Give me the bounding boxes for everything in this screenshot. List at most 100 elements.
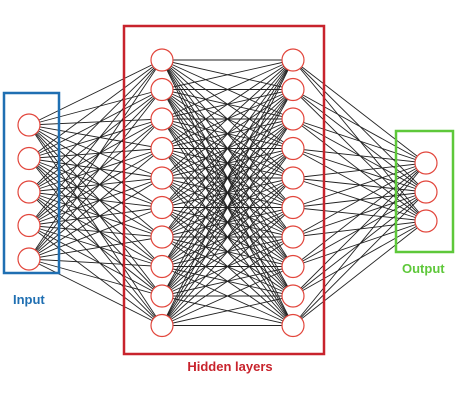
hidden-neuron-l2-5 [281,195,305,220]
connection-l1-6-0 [161,59,294,238]
input-neuron-l0-4 [17,247,41,271]
connection-l2-8-0 [292,162,427,297]
connection-l2-7-0 [292,162,427,267]
hidden-neuron-l1-3 [150,136,174,161]
connection-l0-0-9 [28,124,163,326]
connection-l0-2-4 [28,177,163,193]
input-neuron-l0-2 [17,180,41,204]
hidden-neuron-l2-7 [281,254,305,279]
hidden-neuron-l1-2 [150,107,174,131]
connection-l2-9-0 [292,162,427,326]
connection-l1-9-3 [161,148,294,326]
connection-l1-1-0 [161,59,294,90]
output-neuron-l3-2 [414,209,438,233]
hidden-neuron-l1-0 [150,48,174,72]
connection-l0-3-1 [28,89,163,226]
connection-l1-9-0 [161,59,294,326]
connection-l0-2-0 [28,59,163,193]
connection-l0-0-1 [28,89,163,126]
connection-l0-0-0 [28,59,163,126]
output-neuron-l3-0 [414,151,438,175]
connection-l0-1-8 [28,158,163,297]
connection-l0-3-7 [28,225,163,267]
connection-l0-0-8 [28,124,163,297]
connection-l0-0-5 [28,124,163,208]
connection-l0-2-5 [28,191,163,208]
output-label: Output [402,261,445,276]
connection-l0-0-4 [28,124,163,179]
connection-l0-1-3 [28,148,163,159]
connection-l0-4-1 [28,89,163,260]
connection-l1-7-0 [161,59,294,267]
hidden-neuron-l2-2 [281,107,305,131]
connection-l0-4-4 [28,177,163,260]
connection-l0-1-4 [28,158,163,179]
connection-l1-9-2 [161,118,294,326]
connection-l2-9-1 [292,191,427,326]
hidden-neuron-l2-9 [281,313,305,338]
connection-l1-9-6 [161,236,294,326]
output-layer-box [394,129,455,254]
hidden-neuron-l1-4 [150,166,174,190]
connection-l1-9-7 [161,266,294,326]
hidden-neuron-l1-8 [150,284,174,308]
connection-l0-2-3 [28,148,163,193]
connection-l0-0-6 [28,124,163,238]
connection-l0-0-3 [28,124,163,149]
connection-l0-0-7 [28,124,163,267]
connection-l0-3-8 [28,225,163,297]
connection-l1-2-0 [161,59,294,120]
connection-l0-1-6 [28,158,163,238]
input-neuron-l0-0 [17,113,41,137]
connection-l0-3-4 [28,177,163,226]
hidden-neuron-l1-1 [150,77,174,102]
connection-l0-2-7 [28,191,163,267]
connection-l0-3-3 [28,148,163,226]
connection-l0-2-1 [28,89,163,193]
input-neuron-l0-3 [17,213,41,238]
connection-l0-4-9 [28,258,163,326]
hidden-neuron-l2-1 [281,77,305,102]
connection-l0-0-2 [28,118,163,126]
connection-l0-1-5 [28,158,163,208]
connections [28,59,427,326]
connection-l2-3-0 [292,148,427,164]
connection-l2-6-0 [292,162,427,238]
connection-l2-5-0 [292,162,427,208]
input-layer-box [2,91,61,275]
connection-l2-1-0 [292,89,427,164]
input-neuron-l0-1 [17,146,41,171]
hidden-neuron-l2-3 [281,136,305,161]
connection-l0-4-0 [28,59,163,260]
hidden-neuron-l1-9 [150,313,174,338]
input-label: Input [13,292,45,307]
hidden-neuron-l2-8 [281,284,305,308]
connection-l2-4-0 [292,162,427,179]
connection-l0-3-2 [28,118,163,226]
connection-l2-9-2 [292,220,427,326]
hidden-layers-box [122,24,326,356]
connection-l1-4-0 [161,59,294,179]
connection-l0-4-5 [28,207,163,260]
connection-l2-2-0 [292,118,427,164]
connection-l0-1-2 [28,118,163,159]
hidden-neuron-l2-0 [281,48,305,72]
connection-l0-2-9 [28,191,163,326]
connection-l0-2-8 [28,191,163,297]
hidden-neuron-l2-4 [281,166,305,190]
connection-l0-3-0 [28,59,163,226]
hidden-neuron-l2-6 [281,225,305,249]
connection-l1-5-0 [161,59,294,208]
connection-l0-2-6 [28,191,163,238]
connection-l0-3-9 [28,225,163,326]
connection-l0-4-8 [28,258,163,297]
connection-l0-1-7 [28,158,163,267]
connection-l0-4-3 [28,148,163,260]
connection-l0-4-2 [28,118,163,260]
connection-l0-1-0 [28,59,163,159]
connection-l0-4-6 [28,236,163,260]
connection-l1-9-4 [161,177,294,326]
connection-l0-3-5 [28,207,163,226]
